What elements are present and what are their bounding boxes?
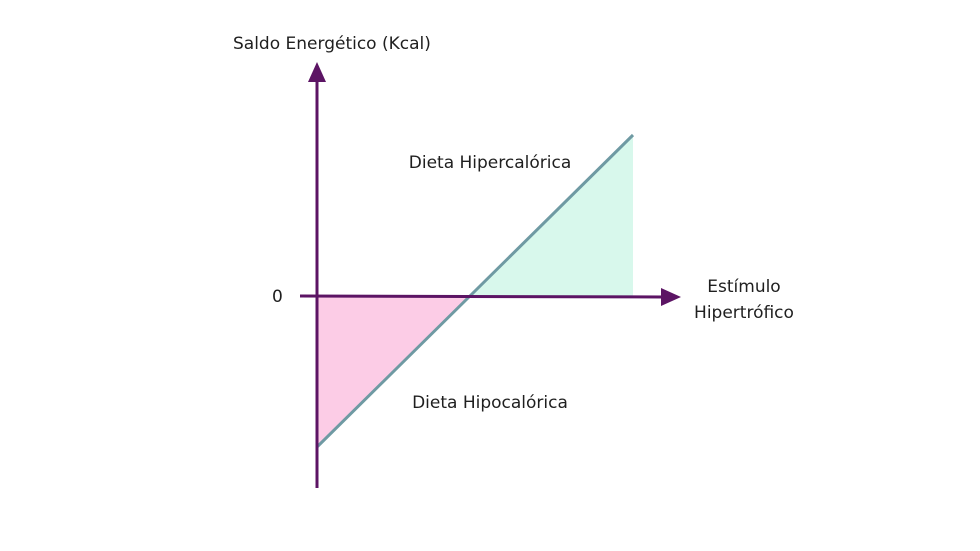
x-axis-arrowhead [661, 288, 681, 306]
deficit-region-label: Dieta Hipocalórica [412, 393, 568, 413]
x-axis [299, 294, 665, 299]
x-axis-label-line2: Hipertrófico [694, 303, 794, 323]
surplus-region-label: Dieta Hipercalórica [409, 153, 572, 173]
x-axis-label-line1: Estímulo [707, 277, 780, 297]
y-axis-arrowhead [308, 62, 326, 82]
trend-line [315, 133, 635, 449]
y-axis-label: Saldo Energético (Kcal) [233, 34, 431, 54]
zero-label: 0 [272, 287, 283, 307]
